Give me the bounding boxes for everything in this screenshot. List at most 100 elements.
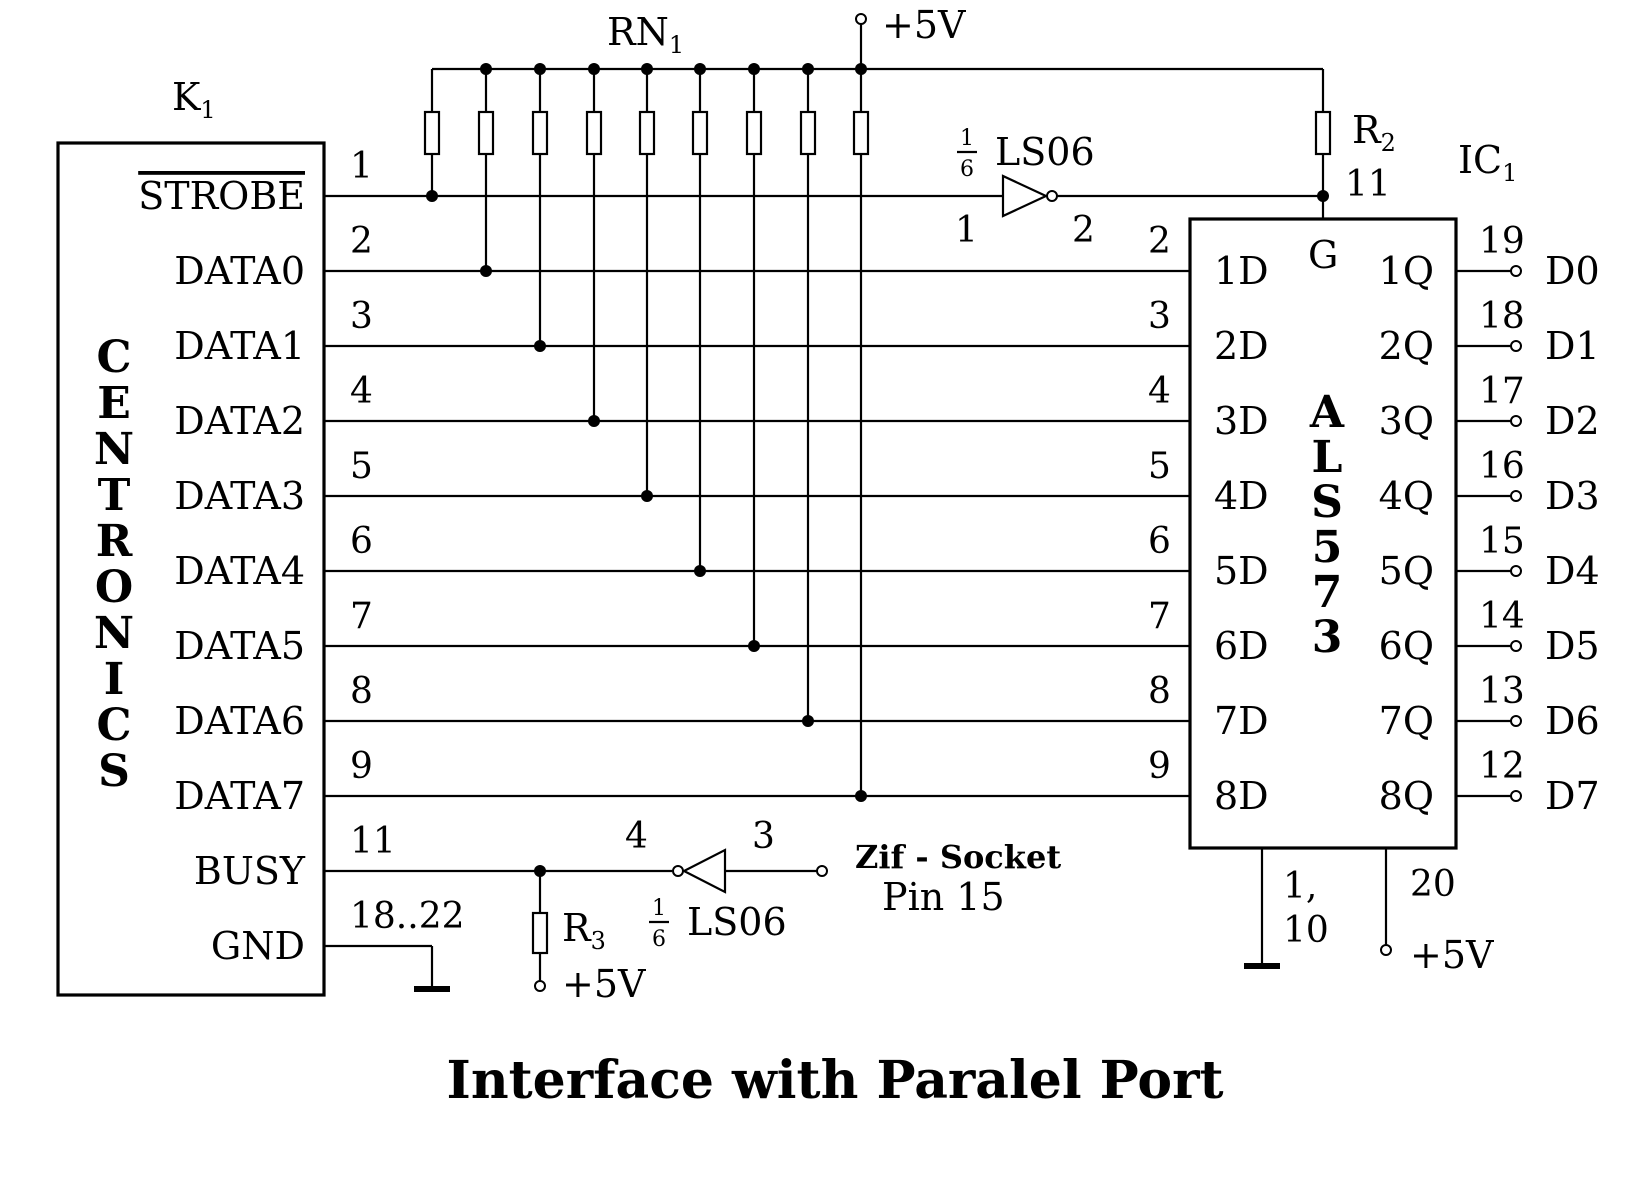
ic-q-pin-19: 19 <box>1479 221 1525 262</box>
ic-q-label-5q: 5Q <box>1379 549 1434 593</box>
ic-q-pin-13: 13 <box>1479 671 1525 712</box>
signal-label-data7: DATA7 <box>174 774 305 818</box>
zif-terminal <box>816 865 828 877</box>
connector-pin-4: 5 <box>350 446 373 487</box>
q-terminal-6 <box>1510 715 1522 727</box>
connector-name-letter: T <box>98 470 131 521</box>
ic-part-letter: A <box>1309 387 1345 438</box>
rn-bus-junction-5 <box>641 63 653 75</box>
inverter-top-frac-den: 6 <box>960 157 974 182</box>
inverter-bottom-pin-out: 4 <box>625 816 648 857</box>
ic-q-label-2q: 2Q <box>1379 324 1434 368</box>
resistor-network-ref: RN1 <box>607 10 684 59</box>
ic-d-pin-2: 2 <box>1148 221 1171 262</box>
connector-name-letter: E <box>97 378 131 429</box>
q-terminal-4 <box>1510 565 1522 577</box>
connector-name-letter: C <box>96 332 131 383</box>
connector-pin-5: 6 <box>350 521 373 562</box>
zif-socket-label: Zif - Socket <box>855 838 1061 876</box>
ic-q-label-8q: 8Q <box>1379 774 1434 818</box>
rn-resistor-5 <box>638 110 656 156</box>
r2-body <box>1314 110 1332 156</box>
ic-als573-box <box>1188 217 1458 850</box>
rn-junction-7 <box>748 640 760 652</box>
connector-name-letter: C <box>96 700 131 751</box>
ic-d-pin-3: 3 <box>1148 296 1171 337</box>
rn-resistor-6 <box>691 110 709 156</box>
inverter-top-symbol <box>1001 174 1049 218</box>
ic-d-pin-5: 5 <box>1148 446 1171 487</box>
q-terminal-3 <box>1510 490 1522 502</box>
inverter-bottom-pin-in: 3 <box>752 816 775 857</box>
connector-name-letter: S <box>98 746 130 797</box>
marks <box>414 13 1522 992</box>
ic-vcc-pin: 20 <box>1410 864 1456 905</box>
ic-gate-pin: 11 <box>1345 164 1391 205</box>
output-d5: D5 <box>1545 624 1600 668</box>
ic-q-pin-12: 12 <box>1479 746 1525 787</box>
r3-supply-terminal <box>534 980 546 992</box>
ic-gnd-symbol <box>1244 963 1280 969</box>
connector-pin-9: 11 <box>350 821 396 862</box>
q-terminal-0 <box>1510 265 1522 277</box>
q-terminal-1 <box>1510 340 1522 352</box>
rn-bus-junction-3 <box>534 63 546 75</box>
connector-pin-2: 3 <box>350 296 373 337</box>
ic-part-letter: L <box>1312 432 1343 483</box>
ic-gnd-pins-2: 10 <box>1283 910 1329 951</box>
ic-d-pin-7: 7 <box>1148 596 1171 637</box>
ic-ref: IC1 <box>1458 138 1517 187</box>
rn-supply-terminal <box>855 13 867 25</box>
inverter-bottom-bubble <box>672 865 684 877</box>
signal-label-data1: DATA1 <box>174 324 305 368</box>
connector-pin-0: 1 <box>350 146 373 187</box>
q-terminal-5 <box>1510 640 1522 652</box>
ic-d-label-8d: 8D <box>1214 774 1269 818</box>
connector-name-letter: R <box>96 516 133 567</box>
inverter-bottom-part: LS06 <box>687 900 787 944</box>
ic-q-label-6q: 6Q <box>1379 624 1434 668</box>
inverter-bottom-symbol <box>681 848 727 894</box>
ic-d-label-6d: 6D <box>1214 624 1269 668</box>
rn-bus-junction-7 <box>748 63 760 75</box>
connector-pin-8: 9 <box>350 746 373 787</box>
output-d1: D1 <box>1545 324 1600 368</box>
centronics-connector-box <box>56 141 326 997</box>
ic-part-letter: S <box>1311 477 1343 528</box>
rn-junction-3 <box>534 340 546 352</box>
q-terminal-2 <box>1510 415 1522 427</box>
signal-label-data4: DATA4 <box>174 549 305 593</box>
signal-label-data5: DATA5 <box>174 624 305 668</box>
rn-bus-junction-9 <box>855 63 867 75</box>
supply-label-top: +5V <box>882 3 966 47</box>
ic-q-pin-16: 16 <box>1479 446 1525 487</box>
ic-q-pin-17: 17 <box>1479 371 1525 412</box>
ic-vcc-supply-label: +5V <box>1410 933 1494 977</box>
r2-label: R2 <box>1352 108 1396 157</box>
rn-resistor-2 <box>477 110 495 156</box>
ic-gnd-pins-1: 1, <box>1283 866 1317 907</box>
ic-d-label-4d: 4D <box>1214 474 1269 518</box>
ic-q-pin-15: 15 <box>1479 521 1525 562</box>
rn-bus-junction-4 <box>588 63 600 75</box>
ic-vcc-terminal <box>1380 944 1392 956</box>
r3-junction <box>534 865 546 877</box>
r3-supply-label: +5V <box>562 962 646 1006</box>
output-d7: D7 <box>1545 774 1600 818</box>
connector-pin-6: 7 <box>350 596 373 637</box>
inverter-bottom-frac-den: 6 <box>652 927 666 952</box>
connector-name-letter: O <box>95 562 133 613</box>
inverter-top-pin-in: 1 <box>955 210 978 251</box>
connector-pin-3: 4 <box>350 371 373 412</box>
connector-signal-labels: STROBEDATA0DATA1DATA2DATA3DATA4DATA5DATA… <box>138 174 306 968</box>
signal-label-data3: DATA3 <box>174 474 305 518</box>
ic-d-label-2d: 2D <box>1214 324 1269 368</box>
